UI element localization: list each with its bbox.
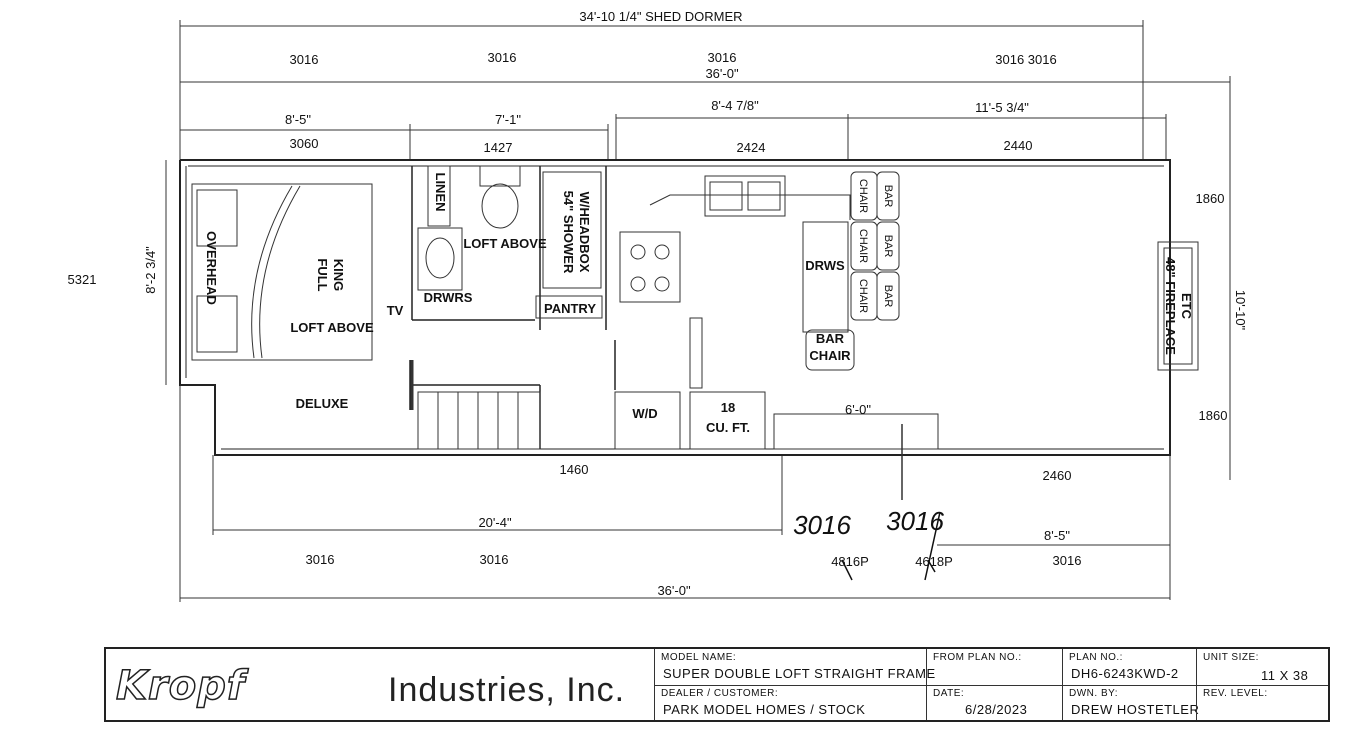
dim-left-section: 8'-5"	[285, 112, 311, 127]
model-dealer-cell: MODEL NAME: SUPER DOUBLE LOFT STRAIGHT F…	[654, 649, 935, 720]
unit-size-caption: UNIT SIZE:	[1203, 652, 1259, 663]
plan-no-caption: PLAN NO.:	[1069, 652, 1123, 663]
window-top-2: 3016	[488, 50, 517, 65]
king-bed	[191, 183, 373, 361]
title-block: Kropf Industries, Inc. MODEL NAME: SUPER…	[104, 647, 1330, 722]
unit-size-rev-cell: UNIT SIZE: 11 X 38 REV. LEVEL:	[1196, 649, 1328, 720]
label-chair-1: CHAIR	[857, 179, 869, 213]
handwritten-3016-2: 3016	[886, 506, 944, 536]
plan-no-drawn-by-cell: PLAN NO.: DH6-6243KWD-2 DWN. BY: DREW HO…	[1062, 649, 1200, 720]
window-right-bottom: 1860	[1199, 408, 1228, 423]
window-top-1: 3016	[290, 52, 319, 67]
kitchen-fixtures	[614, 175, 939, 500]
window-top-4: 3016 3016	[995, 52, 1056, 67]
drawn-by: DREW HOSTETLER	[1071, 702, 1200, 717]
door-4618p: 4618P	[915, 554, 953, 569]
dim-left-height: 8'-2 3/4"	[143, 246, 158, 294]
dimension-lines	[165, 20, 1231, 602]
label-bar-3: BAR	[882, 285, 894, 308]
label-bar-4: BAR	[816, 331, 845, 346]
label-drwrs: DRWRS	[424, 290, 473, 305]
dim-overall-width: 36'-0"	[705, 66, 739, 81]
company-logo: Kropf	[115, 662, 246, 710]
window-bottom-3: 3016	[1053, 553, 1082, 568]
date-caption: DATE:	[933, 688, 965, 699]
door-4816p: 4816P	[831, 554, 869, 569]
rev-level-caption: REV. LEVEL:	[1203, 688, 1268, 699]
window-bottom-2: 3016	[480, 552, 509, 567]
window-left-5321: 5321	[68, 272, 97, 287]
from-plan-caption: FROM PLAN NO.:	[933, 652, 1022, 663]
window-top-3: 3016	[708, 50, 737, 65]
label-chair-3: CHAIR	[857, 279, 869, 313]
model-name-caption: MODEL NAME:	[661, 652, 737, 663]
label-fireplace-line1: ETC	[1179, 293, 1194, 320]
window-3060: 3060	[290, 136, 319, 151]
window-bottom-1: 3016	[306, 552, 335, 567]
from-plan-date-cell: FROM PLAN NO.: DATE: 6/28/2023	[926, 649, 1062, 720]
dim-right-bottom: 8'-5"	[1044, 528, 1070, 543]
window-1460: 1460	[560, 462, 589, 477]
window-1427: 1427	[484, 140, 513, 155]
label-tv: TV	[387, 303, 404, 318]
label-drws: DRWS	[805, 258, 845, 273]
label-washer-dryer: W/D	[632, 406, 657, 421]
stairs	[410, 360, 541, 450]
dim-porch-run: 20'-4"	[478, 515, 512, 530]
dim-living-section: 11'-5 3/4"	[975, 100, 1029, 115]
window-2424: 2424	[737, 140, 766, 155]
label-chair-2: CHAIR	[857, 229, 869, 263]
dim-bath-section: 7'-1"	[495, 112, 521, 127]
label-fireplace-line2: 48" FIREPLACE	[1163, 257, 1178, 355]
label-shower-line1: 54" SHOWER	[561, 191, 576, 274]
label-bar-1: BAR	[882, 185, 894, 208]
handwritten-marks	[841, 511, 941, 581]
date: 6/28/2023	[965, 702, 1028, 717]
company-name: Industries, Inc.	[388, 671, 626, 709]
unit-size: 11 X 38	[1261, 668, 1309, 683]
label-chair-4: CHAIR	[809, 348, 851, 363]
drawn-by-caption: DWN. BY:	[1069, 688, 1119, 699]
label-deluxe: DELUXE	[296, 396, 349, 411]
label-king: KING	[331, 259, 346, 292]
interior-walls	[409, 166, 616, 449]
company-logo-area: Kropf Industries, Inc.	[106, 649, 654, 720]
bath-fixtures	[417, 165, 603, 319]
label-fridge-unit: CU. FT.	[706, 420, 750, 435]
plan-no: DH6-6243KWD-2	[1071, 666, 1179, 681]
dealer-caption: DEALER / CUSTOMER:	[661, 688, 779, 699]
label-loft-above-bath: LOFT ABOVE	[463, 236, 547, 251]
bar-chairs	[805, 171, 900, 371]
label-overhead: OVERHEAD	[204, 231, 219, 305]
label-fridge-size: 18	[721, 400, 735, 415]
label-loft-above-bed: LOFT ABOVE	[290, 320, 374, 335]
window-2440: 2440	[1004, 138, 1033, 153]
dim-patio-door: 6'-0"	[845, 402, 871, 417]
handwritten-3016-1: 3016	[793, 510, 851, 540]
label-pantry: PANTRY	[544, 301, 596, 316]
window-2460: 2460	[1043, 468, 1072, 483]
label-shower-line2: W/HEADBOX	[577, 192, 592, 273]
label-bar-2: BAR	[882, 235, 894, 258]
dim-overall-width-bottom: 36'-0"	[657, 583, 691, 598]
dim-kitchen-section: 8'-4 7/8"	[711, 98, 759, 113]
label-linen: LINEN	[433, 173, 448, 212]
window-right-top: 1860	[1196, 191, 1225, 206]
dim-right-height: 10'-10"	[1233, 290, 1248, 331]
fireplace	[1157, 241, 1199, 371]
label-full: FULL	[315, 258, 330, 291]
dealer: PARK MODEL HOMES / STOCK	[663, 702, 866, 717]
model-name: SUPER DOUBLE LOFT STRAIGHT FRAME	[663, 666, 936, 681]
dim-shed-dormer: 34'-10 1/4" SHED DORMER	[579, 9, 742, 24]
